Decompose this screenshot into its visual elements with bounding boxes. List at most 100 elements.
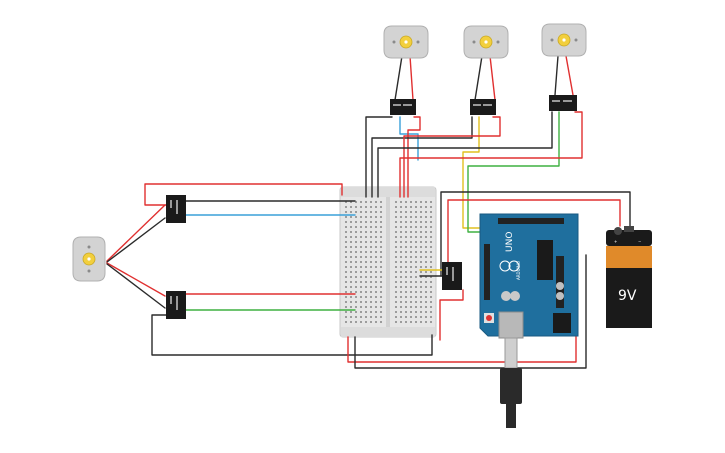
breadboard-hole: [375, 301, 377, 303]
wire-yellow: [462, 116, 489, 229]
breadboard-hole: [380, 271, 382, 273]
breadboard-hole: [395, 271, 397, 273]
breadboard-hole: [420, 211, 422, 213]
breadboard-hole: [360, 211, 362, 213]
breadboard-hole: [395, 306, 397, 308]
breadboard-hole: [430, 306, 432, 308]
motor-top-left[interactable]: [383, 25, 429, 59]
breadboard-hole: [375, 246, 377, 248]
breadboard-hole: [405, 261, 407, 263]
breadboard-hole: [365, 276, 367, 278]
breadboard-hole: [415, 246, 417, 248]
breadboard-hole: [350, 276, 352, 278]
wire-green: [467, 111, 560, 233]
wire-black: [365, 116, 393, 198]
breadboard-hole: [410, 316, 412, 318]
breadboard-hole: [355, 256, 357, 258]
breadboard-hole: [410, 306, 412, 308]
motor-left[interactable]: [72, 236, 106, 282]
breadboard-hole: [415, 301, 417, 303]
breadboard-hole: [395, 206, 397, 208]
breadboard-hole: [410, 211, 412, 213]
breadboard-hole: [365, 306, 367, 308]
driver-top-2[interactable]: [470, 99, 496, 115]
driver-left-2[interactable]: [166, 291, 186, 319]
breadboard-hole: [345, 311, 347, 313]
breadboard-hole: [415, 216, 417, 218]
breadboard-hole: [425, 221, 427, 223]
breadboard-hole: [400, 201, 402, 203]
breadboard[interactable]: [339, 186, 437, 338]
battery-9v[interactable]: + − 9V: [606, 226, 652, 328]
breadboard-hole: [415, 316, 417, 318]
wire-black: [106, 217, 166, 263]
driver-left-1[interactable]: [166, 195, 186, 223]
breadboard-hole: [345, 261, 347, 263]
breadboard-hole: [430, 271, 432, 273]
breadboard-hole: [410, 256, 412, 258]
breadboard-hole: [410, 281, 412, 283]
breadboard-hole: [365, 211, 367, 213]
breadboard-hole: [395, 281, 397, 283]
breadboard-hole: [415, 281, 417, 283]
breadboard-hole: [360, 291, 362, 293]
breadboard-hole: [380, 306, 382, 308]
breadboard-hole: [415, 296, 417, 298]
breadboard-hole: [430, 276, 432, 278]
breadboard-hole: [375, 256, 377, 258]
breadboard-hole: [355, 261, 357, 263]
breadboard-hole: [425, 311, 427, 313]
breadboard-hole: [360, 281, 362, 283]
breadboard-hole: [415, 291, 417, 293]
wire-black: [394, 55, 403, 101]
breadboard-hole: [350, 201, 352, 203]
breadboard-hole: [345, 271, 347, 273]
driver-board[interactable]: [442, 262, 462, 290]
motor-top-right[interactable]: [541, 23, 587, 57]
breadboard-hole: [360, 236, 362, 238]
motor-top-middle[interactable]: [463, 25, 509, 59]
breadboard-hole: [415, 256, 417, 258]
wire-black: [371, 116, 473, 198]
breadboard-hole: [400, 251, 402, 253]
breadboard-hole: [415, 286, 417, 288]
breadboard-hole: [370, 231, 372, 233]
breadboard-hole: [355, 226, 357, 228]
breadboard-hole: [430, 316, 432, 318]
breadboard-hole: [425, 281, 427, 283]
breadboard-hole: [415, 321, 417, 323]
breadboard-hole: [345, 241, 347, 243]
arduino-uno-logo: UNO: [505, 232, 515, 252]
breadboard-hole: [360, 266, 362, 268]
breadboard-hole: [415, 311, 417, 313]
breadboard-hole: [420, 296, 422, 298]
breadboard-hole: [370, 306, 372, 308]
breadboard-hole: [350, 306, 352, 308]
breadboard-hole: [395, 286, 397, 288]
breadboard-hole: [380, 256, 382, 258]
breadboard-hole: [370, 226, 372, 228]
breadboard-hole: [360, 296, 362, 298]
breadboard-hole: [360, 311, 362, 313]
breadboard-hole: [430, 321, 432, 323]
breadboard-hole: [400, 216, 402, 218]
wires: [106, 55, 631, 369]
breadboard-hole: [405, 321, 407, 323]
breadboard-hole: [405, 226, 407, 228]
breadboard-hole: [355, 206, 357, 208]
arduino-uno[interactable]: UNO ARDUINO: [479, 213, 579, 339]
breadboard-hole: [410, 291, 412, 293]
breadboard-hole: [400, 316, 402, 318]
wire-red: [403, 116, 501, 198]
battery-plus-label: +: [614, 239, 617, 244]
breadboard-hole: [345, 251, 347, 253]
driver-top-3[interactable]: [549, 95, 577, 111]
breadboard-hole: [360, 206, 362, 208]
breadboard-hole: [365, 291, 367, 293]
breadboard-hole: [415, 206, 417, 208]
breadboard-hole: [350, 236, 352, 238]
breadboard-hole: [380, 261, 382, 263]
breadboard-hole: [360, 246, 362, 248]
driver-top-1[interactable]: [390, 99, 416, 115]
breadboard-hole: [400, 206, 402, 208]
